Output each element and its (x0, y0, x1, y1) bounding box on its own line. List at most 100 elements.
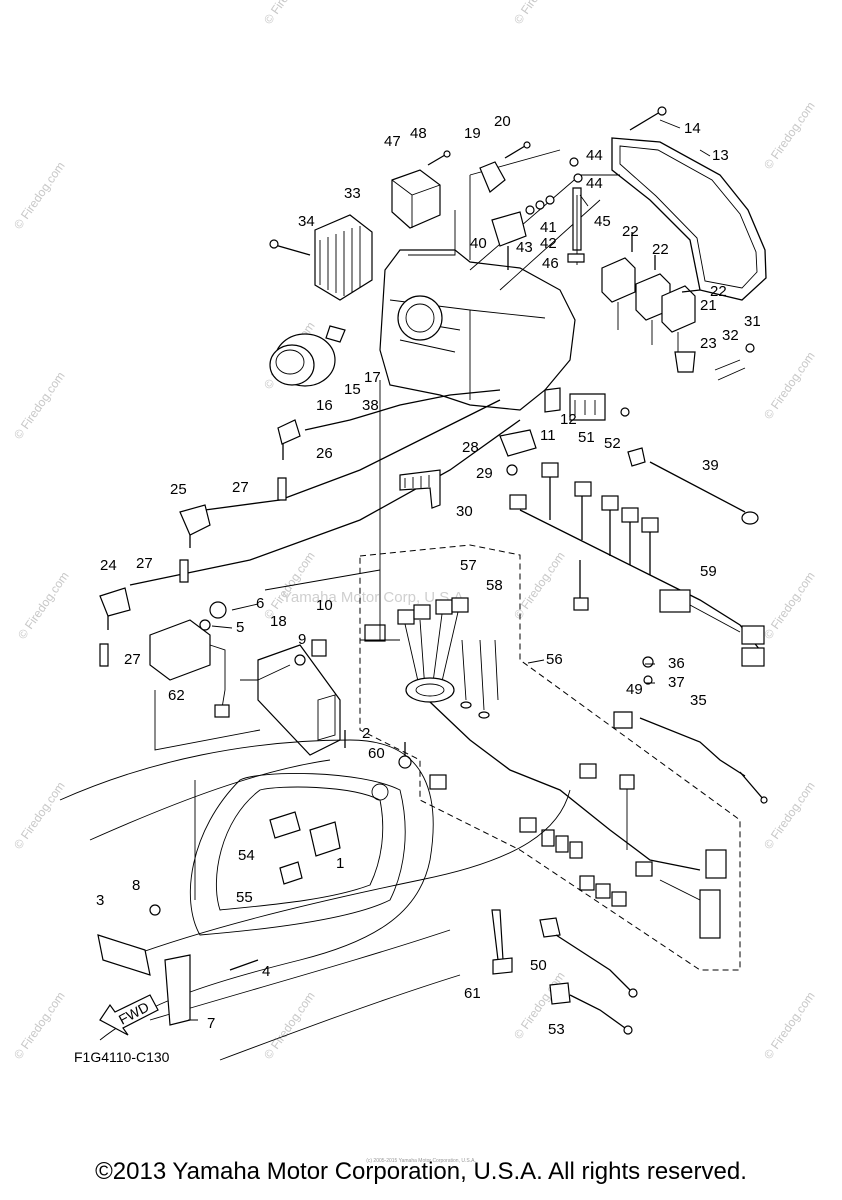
terminal-32 (714, 359, 746, 381)
relay-47 (391, 169, 441, 229)
watermark: © Firedog.com (761, 99, 818, 172)
callout-10: 10 (316, 597, 333, 614)
callout-49: 49 (626, 681, 643, 698)
watermark: © Firedog.com (761, 569, 818, 642)
callout-25: 25 (170, 481, 187, 498)
harness-56-frame (359, 544, 741, 971)
sensor-12 (544, 387, 561, 413)
harness-59 (509, 462, 765, 667)
callout-22b: 22 (652, 241, 669, 258)
watermark: © Firedog.com (15, 569, 72, 642)
clip-30 (399, 469, 441, 509)
plug-cap-25 (179, 504, 211, 536)
cable-35 (639, 717, 746, 777)
cap-26 (277, 419, 301, 445)
watermark: © Firedog.com (261, 0, 318, 27)
callout-28: 28 (462, 439, 479, 456)
callout-32: 32 (722, 327, 739, 344)
center-watermark: Yamaha Motor Corp, U.S.A. (282, 589, 468, 606)
callout-57: 57 (460, 557, 477, 574)
wire-26 (304, 389, 501, 431)
callout-27c: 27 (124, 651, 141, 668)
callout-61: 61 (464, 985, 481, 1002)
callout-22a: 22 (622, 223, 639, 240)
cable-39-end (627, 447, 646, 467)
callout-6: 6 (256, 595, 264, 612)
washer-42 (535, 200, 545, 210)
watermark: © Firedog.com (761, 989, 818, 1062)
bolt-14 (629, 111, 661, 131)
spark-plug-27b (179, 559, 189, 583)
callout-40: 40 (470, 235, 487, 252)
callout-56: 56 (546, 651, 563, 668)
plate-7 (164, 954, 191, 1026)
bolt-22c (681, 289, 701, 293)
callout-21: 21 (700, 297, 717, 314)
clip-49 (613, 711, 633, 729)
tiny-credit: (c) 2005-2015 Yamaha Motor Corporation, … (366, 1158, 476, 1164)
label-leaders (188, 119, 711, 1021)
callout-37: 37 (668, 674, 685, 691)
callout-4: 4 (262, 963, 270, 980)
callout-24: 24 (100, 557, 117, 574)
callout-29: 29 (476, 465, 493, 482)
clamp-44 (569, 157, 579, 167)
callout-14: 14 (684, 120, 701, 137)
regulator-33 (314, 214, 373, 301)
screw-31 (745, 343, 755, 353)
callout-27a: 27 (232, 479, 249, 496)
watermarks: © Firedog.com © Firedog.com © Firedog.co… (11, 0, 818, 1062)
callout-1: 1 (336, 855, 344, 872)
callout-16: 16 (316, 397, 333, 414)
callout-26: 26 (316, 445, 333, 462)
spacer-10 (311, 639, 327, 657)
watermark: © Firedog.com (11, 989, 68, 1062)
harness-56 (364, 597, 727, 939)
cable-39 (649, 461, 746, 513)
nut-41 (545, 195, 555, 205)
bolt-8 (149, 904, 161, 916)
clamp-44b (573, 173, 583, 183)
bolt-20 (504, 145, 526, 159)
bracket-51 (569, 393, 606, 421)
callout-55: 55 (236, 889, 253, 906)
washer-43 (525, 205, 535, 215)
callout-44b: 44 (586, 175, 603, 192)
callout-20: 20 (494, 113, 511, 130)
washer-5 (199, 619, 211, 631)
plug-cap-24 (99, 587, 131, 617)
cap-16 (269, 344, 315, 386)
nut-6 (209, 601, 227, 619)
callouts: 1 2 3 4 5 6 7 8 9 10 11 12 13 14 15 16 1… (96, 113, 761, 1038)
callout-7: 7 (207, 1015, 215, 1032)
sensor-50 (539, 917, 561, 938)
spark-plug-27c (99, 643, 109, 667)
plate-28 (499, 429, 537, 457)
callout-58: 58 (486, 577, 503, 594)
callout-17: 17 (364, 369, 381, 386)
callout-33: 33 (344, 185, 361, 202)
callout-8: 8 (132, 877, 140, 894)
watermark: © Firedog.com (511, 0, 568, 27)
callout-46: 46 (542, 255, 559, 272)
cap-23 (674, 351, 696, 373)
bolt-36 (642, 656, 654, 668)
bolt-34 (274, 244, 311, 256)
callout-54: 54 (238, 847, 255, 864)
callout-51: 51 (578, 429, 595, 446)
electrical-box (379, 174, 620, 411)
ignition-coils-21 (601, 257, 696, 360)
watermark: © Firedog.com (11, 159, 68, 232)
relay-54 (269, 811, 301, 839)
washer-37 (643, 675, 653, 685)
callout-45: 45 (594, 213, 611, 230)
fwd-arrow: FWD (99, 994, 159, 1036)
connector-40 (491, 211, 527, 247)
callout-47: 47 (384, 133, 401, 150)
plate-3 (97, 934, 151, 976)
bracket-1 (309, 821, 341, 857)
cdi-unit-62 (149, 619, 230, 718)
callout-23: 23 (700, 335, 717, 352)
callout-48: 48 (410, 125, 427, 142)
